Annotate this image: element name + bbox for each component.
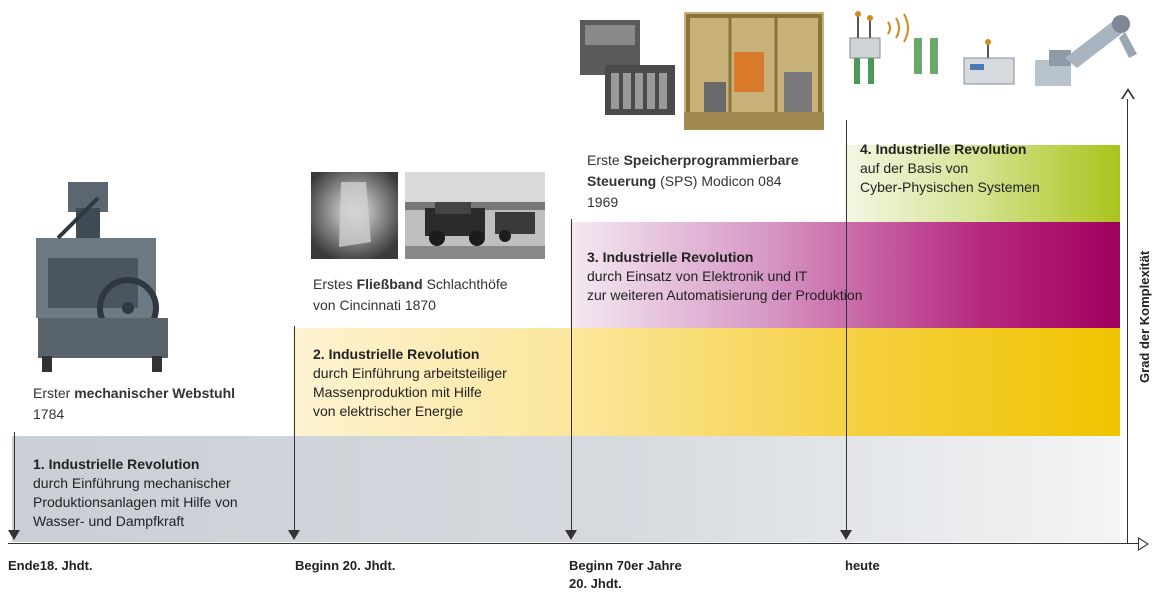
stage-3-text: 3. Industrielle Revolution durch Einsatz… xyxy=(587,248,862,305)
stage-4-line: Cyber-Physischen Systemen xyxy=(860,179,1040,195)
stage-4-text: 4. Industrielle Revolution auf der Basis… xyxy=(860,140,1040,197)
marker-arrow-3-icon xyxy=(565,530,577,540)
gateway-device-image xyxy=(958,38,1020,88)
caption-loom-pre: Erster xyxy=(33,385,75,401)
slaughterhouse-photo xyxy=(311,172,398,259)
stage-2-line: Massenproduktion mit Hilfe xyxy=(313,384,482,400)
caption-assembly-post: Schlachthöfe xyxy=(422,276,508,292)
stage-1-line: Wasser- und Dampfkraft xyxy=(33,513,185,529)
marker-line-3 xyxy=(571,219,572,538)
stage-4-line: auf der Basis von xyxy=(860,160,969,176)
marker-line-2 xyxy=(294,326,295,538)
stage-3-line: durch Einsatz von Elektronik und IT xyxy=(587,268,808,284)
stage-1-band xyxy=(12,436,1120,542)
caption-plc-bold2: Steuerung xyxy=(587,173,657,189)
stage-2-title: 2. Industrielle Revolution xyxy=(313,346,480,362)
marker-arrow-2-icon xyxy=(288,530,300,540)
industrial-robot-arm-image xyxy=(1025,10,1143,90)
caption-loom: Erster mechanischer Webstuhl 1784 xyxy=(33,383,235,425)
marker-arrow-4-icon xyxy=(840,530,852,540)
caption-assembly-bold: Fließband xyxy=(356,276,423,292)
stage-3-line: zur weiteren Automatisierung der Produkt… xyxy=(587,287,863,303)
stage-1-line: durch Einführung mechanischer xyxy=(33,475,231,491)
x-label-1: Ende18. Jhdt. xyxy=(8,558,93,573)
stage-2-text: 2. Industrielle Revolution durch Einführ… xyxy=(313,345,507,421)
stage-4-band xyxy=(845,145,1120,222)
time-axis xyxy=(8,543,1146,544)
caption-assembly-pre: Erstes xyxy=(313,276,357,292)
x-label-4: heute xyxy=(845,558,880,573)
marker-arrow-1-icon xyxy=(8,530,20,540)
stage-3-title: 3. Industrielle Revolution xyxy=(587,249,754,265)
marker-line-4 xyxy=(846,120,847,538)
complexity-axis xyxy=(1127,92,1128,544)
stage-1-line: Produktionsanlagen mit Hilfe von xyxy=(33,494,238,510)
caption-plc-year: 1969 xyxy=(587,194,619,210)
robot-cell-image xyxy=(684,12,824,130)
assembly-line-photo xyxy=(405,172,545,259)
y-axis-label: Grad der Komplexität xyxy=(1137,250,1152,383)
marker-line-1 xyxy=(14,432,15,538)
caption-loom-year: 1784 xyxy=(33,406,65,422)
stage-4-title: 4. Industrielle Revolution xyxy=(860,141,1027,157)
caption-plc: Erste Speicherprogrammierbare Steuerung … xyxy=(587,150,799,213)
stage-2-line: von elektrischer Energie xyxy=(313,403,464,419)
loom-machine-image xyxy=(28,178,178,373)
stage-2-line: durch Einführung arbeitsteiliger xyxy=(313,365,507,381)
wireless-sensors-image xyxy=(840,8,950,90)
plc-controller-image xyxy=(575,15,679,119)
caption-plc-bold: Speicherprogrammierbare xyxy=(623,152,799,168)
caption-plc-post2: (SPS) Modicon 084 xyxy=(656,173,782,189)
stage-3-band xyxy=(570,222,1120,328)
x-label-3-line2: 20. Jhdt. xyxy=(569,576,622,591)
x-label-3-line1: Beginn 70er Jahre xyxy=(569,558,682,573)
caption-plc-pre: Erste xyxy=(587,152,624,168)
caption-loom-bold: mechanischer Webstuhl xyxy=(74,385,236,401)
stage-1-text: 1. Industrielle Revolution durch Einführ… xyxy=(33,455,238,531)
stage-1-title: 1. Industrielle Revolution xyxy=(33,456,200,472)
x-label-3: Beginn 70er Jahre 20. Jhdt. xyxy=(569,557,682,593)
caption-assembly-line: Erstes Fließband Schlachthöfe von Cincin… xyxy=(313,274,508,316)
stage-2-band xyxy=(293,328,1120,436)
caption-assembly-line2: von Cincinnati 1870 xyxy=(313,297,436,313)
x-label-2: Beginn 20. Jhdt. xyxy=(295,558,396,573)
